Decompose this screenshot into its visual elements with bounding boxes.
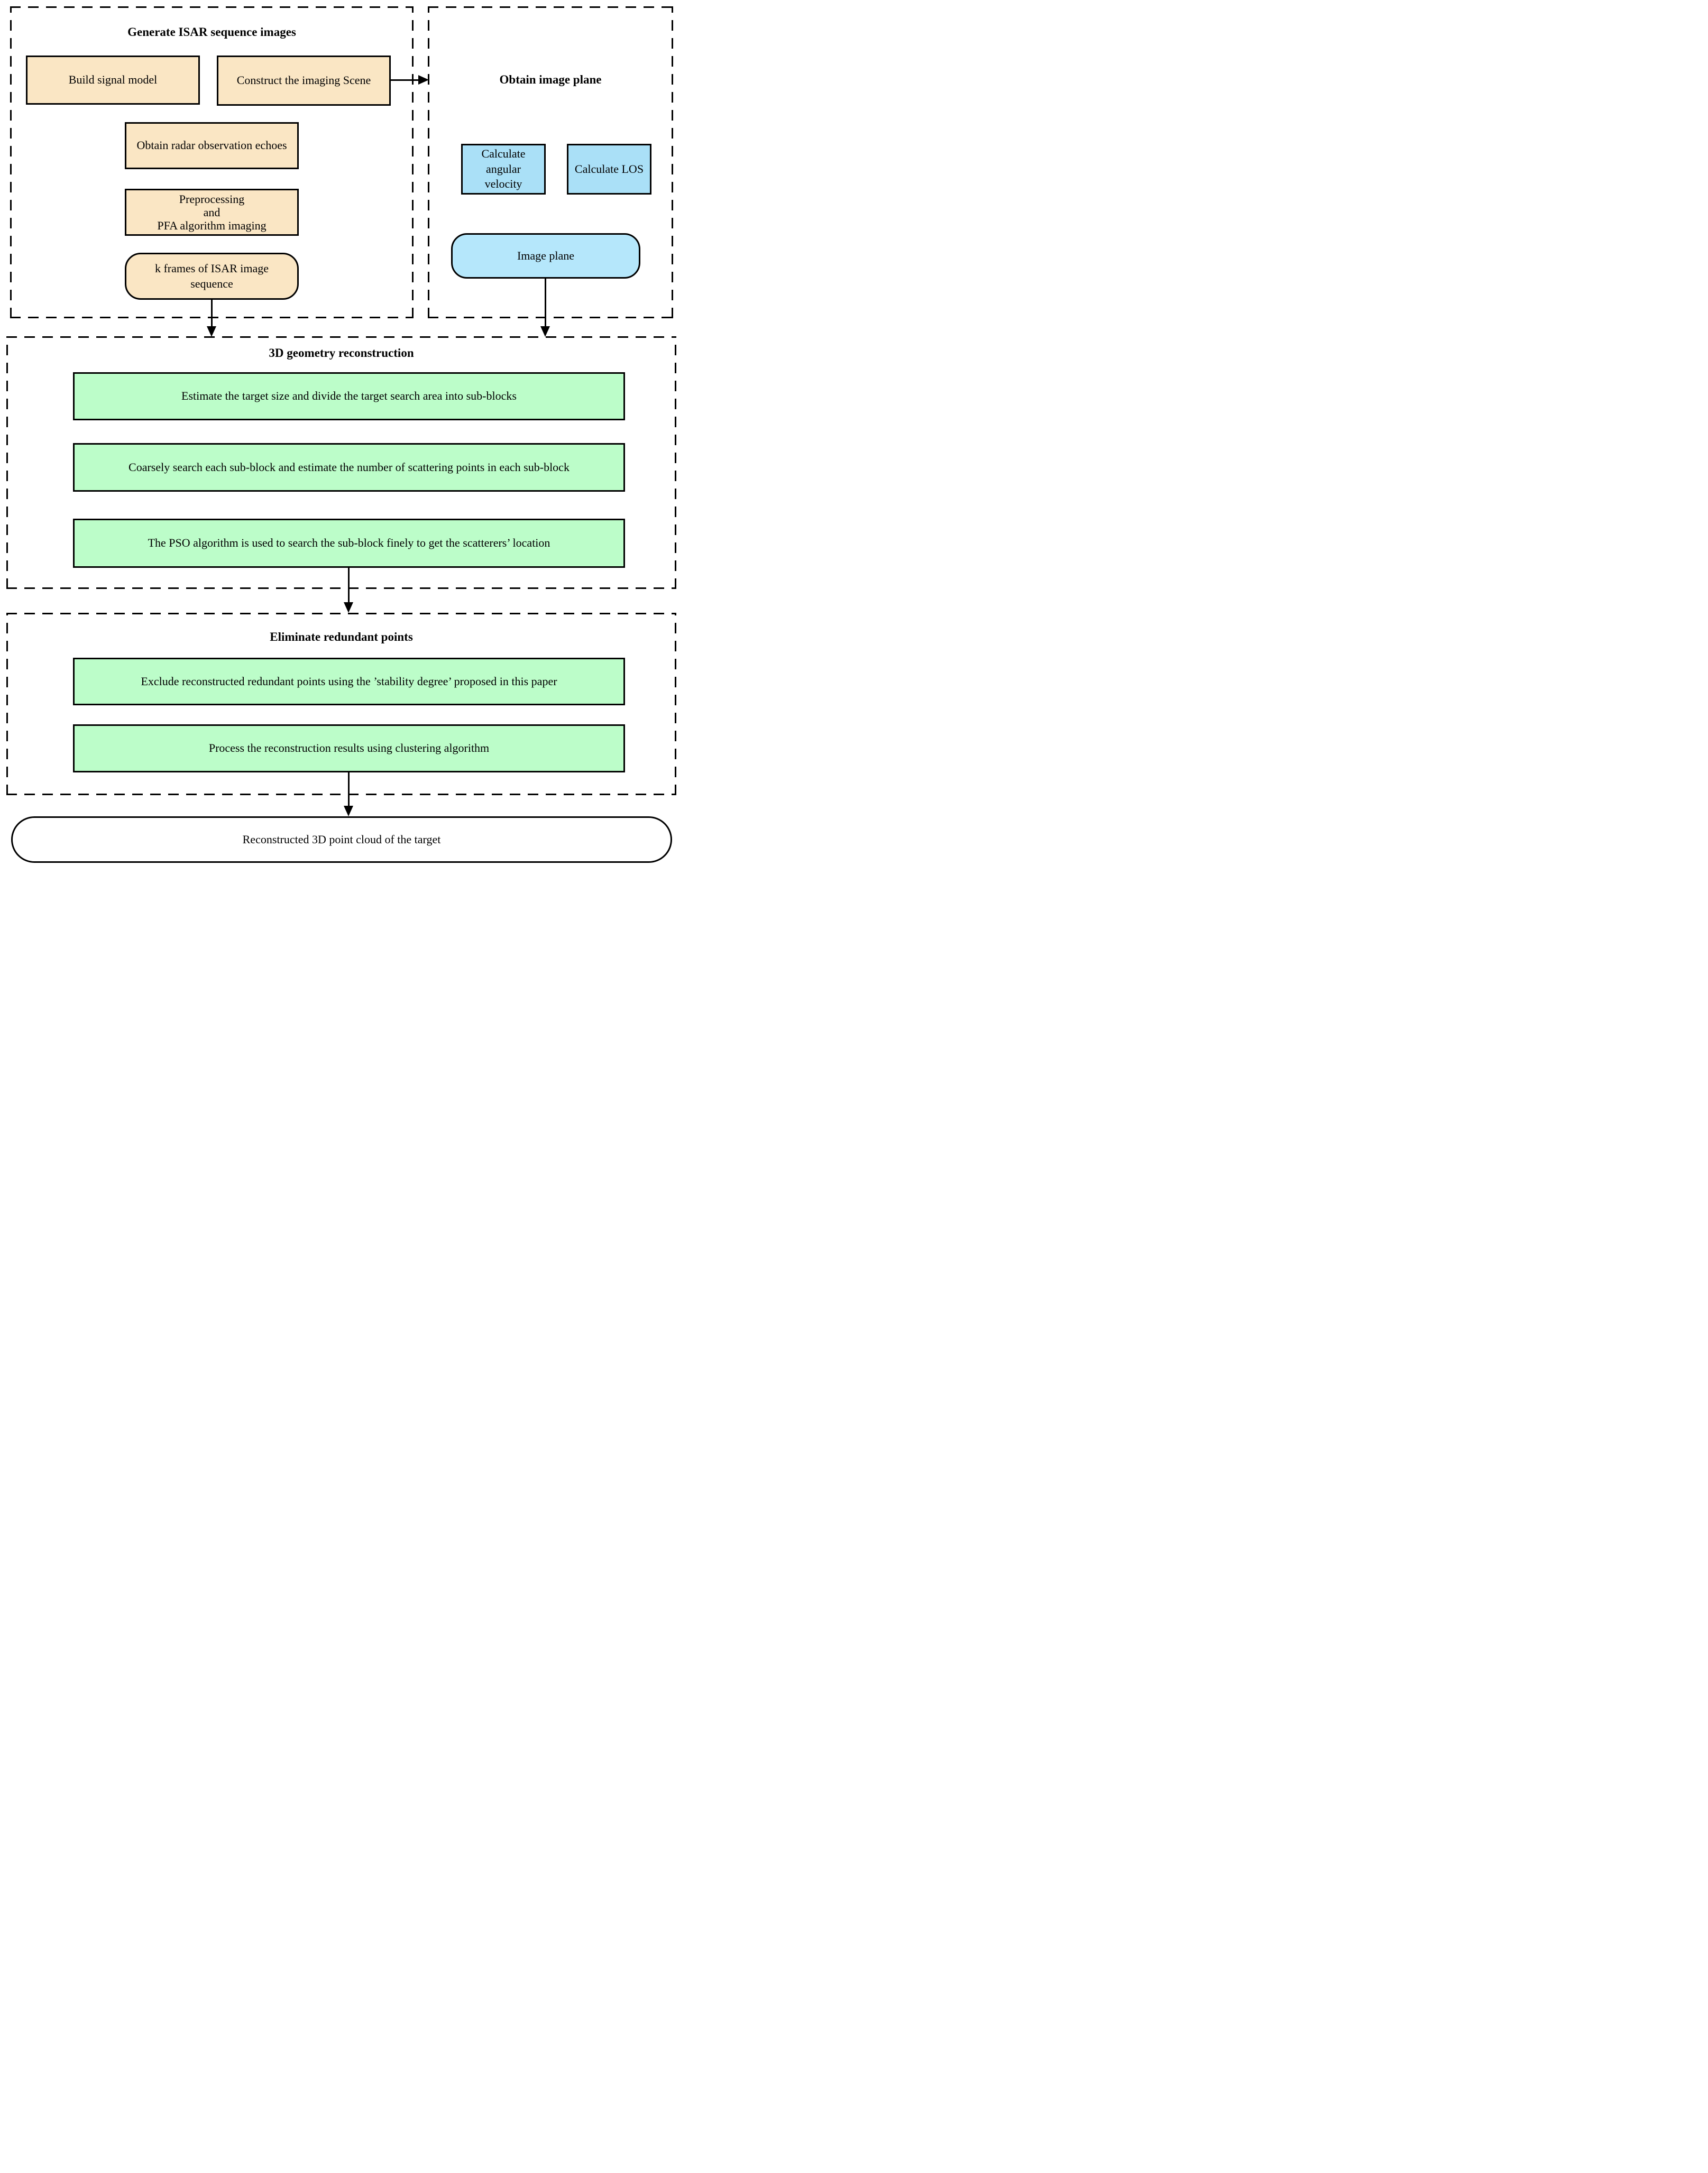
node-calculate-los: Calculate LOS (567, 144, 651, 195)
node-radar-observation-echoes: Obtain radar observation echoes (125, 122, 299, 169)
section-title-obtain-plane: Obtain image plane (499, 73, 602, 86)
node-pso-fine-search: The PSO algorithm is used to search the … (73, 519, 625, 568)
arrow-imageplane-line (545, 279, 546, 327)
arrow-pso-to-eliminate-line (348, 568, 350, 603)
node-exclude-redundant-points: Exclude reconstructed redundant points u… (73, 658, 625, 705)
node-image-plane: Image plane (451, 233, 640, 279)
node-coarse-search: Coarsely search each sub-block and estim… (73, 443, 625, 492)
arrow-scene-to-plane-line (391, 79, 419, 81)
arrow-kframes-head (207, 326, 216, 337)
node-reconstructed-point-cloud: Reconstructed 3D point cloud of the targ… (11, 816, 672, 863)
arrow-scene-to-plane-head (418, 75, 429, 85)
arrow-clustering-to-cloud-head (344, 806, 353, 816)
section-title-reconstruction: 3D geometry reconstruction (269, 346, 414, 360)
arrow-kframes-line (211, 300, 213, 327)
node-clustering-algorithm: Process the reconstruction results using… (73, 724, 625, 772)
arrow-imageplane-head (540, 326, 550, 337)
section-title-generate: Generate ISAR sequence images (127, 25, 296, 39)
arrow-pso-to-eliminate-head (344, 602, 353, 613)
node-construct-imaging-scene: Construct the imaging Scene (217, 56, 391, 106)
node-preprocessing-pfa: Preprocessing and PFA algorithm imaging (125, 189, 299, 236)
arrow-clustering-to-cloud-line (348, 772, 350, 807)
node-build-signal-model: Build signal model (26, 56, 200, 105)
node-estimate-target-size: Estimate the target size and divide the … (73, 372, 625, 420)
section-title-eliminate: Eliminate redundant points (270, 630, 413, 643)
flowchart-canvas: Generate ISAR sequence images Obtain ima… (0, 0, 683, 869)
node-calculate-angular-velocity: Calculate angular velocity (461, 144, 546, 195)
node-k-frames-sequence: k frames of ISAR image sequence (125, 253, 299, 300)
